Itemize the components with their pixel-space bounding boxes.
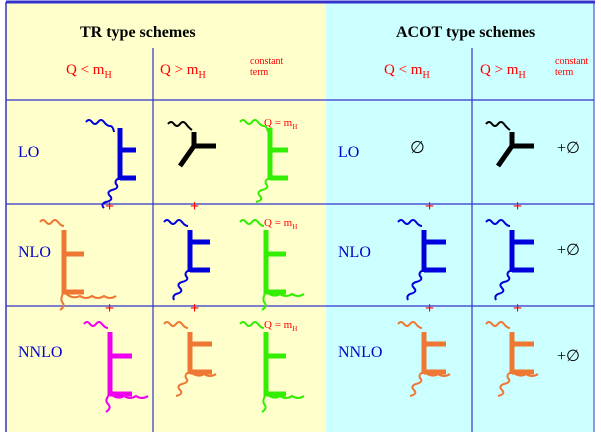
- plus-tr-nnlo-1: +: [105, 300, 115, 317]
- acot-lo-constant-empty: +∅: [557, 140, 580, 157]
- tr-col-q-greater: Q > mH: [160, 62, 206, 81]
- diagram-tr-nlo-constant-green: [239, 219, 305, 311]
- acot-nlo-constant-empty: +∅: [557, 242, 580, 259]
- diagram-tr-lo-qgreater-black: [167, 121, 216, 168]
- qeq-label-lo: Q = mH: [264, 117, 298, 132]
- diagram-acot-nnlo-qless-orange: [397, 321, 451, 397]
- plus-acot-nlo-1: +: [425, 198, 435, 215]
- plus-acot-nlo-2: +: [513, 198, 523, 215]
- qeq-label-nnlo: Q = mH: [264, 319, 298, 334]
- diagram-tr-nlo-qgreater-blue: [163, 219, 210, 301]
- tr-panel: [6, 2, 326, 432]
- plus-tr-nnlo-2: +: [190, 300, 200, 317]
- tr-row-nlo: NLO: [18, 244, 51, 261]
- diagram-tr-lo-constant-green: [239, 119, 288, 203]
- plus-acot-nnlo-1: +: [425, 300, 435, 317]
- acot-lo-empty-set: ∅: [410, 138, 425, 157]
- tr-col-q-less: Q < mH: [66, 62, 112, 81]
- acot-col-q-greater: Q > mH: [480, 62, 526, 81]
- diagram-tr-nnlo-qless-magenta: [83, 321, 149, 413]
- tr-row-nnlo: NNLO: [18, 344, 63, 361]
- acot-panel: [326, 2, 594, 432]
- diagram-acot-nnlo-qgreater-orange: [485, 321, 539, 397]
- diagram-acot-lo-qgreater-black: [485, 121, 534, 168]
- plus-tr-nlo-1: +: [105, 198, 115, 215]
- diagram-tr-nlo-qless-orange: [39, 219, 117, 311]
- acot-nnlo-constant-empty: +∅: [557, 348, 580, 365]
- tr-row-lo: LO: [18, 144, 40, 161]
- tr-title: TR type schemes: [80, 24, 196, 41]
- qeq-label-nlo: Q = mH: [264, 217, 298, 232]
- acot-row-nlo: NLO: [338, 244, 371, 261]
- diagram-acot-nlo-qless-blue: [397, 219, 446, 301]
- diagram-tr-nnlo-qgreater-orange: [163, 321, 217, 397]
- acot-col-q-less: Q < mH: [384, 62, 430, 81]
- diagram-tr-nnlo-constant-green: [239, 321, 305, 413]
- diagram-tr-lo-qless-blue: [85, 119, 136, 209]
- acot-row-lo: LO: [338, 144, 360, 161]
- diagram-acot-nlo-qgreater-blue: [485, 219, 534, 301]
- acot-title: ACOT type schemes: [396, 24, 536, 41]
- acot-row-nnlo: NNLO: [338, 344, 383, 361]
- plus-tr-nlo-2: +: [190, 198, 200, 215]
- plus-acot-nnlo-2: +: [513, 300, 523, 317]
